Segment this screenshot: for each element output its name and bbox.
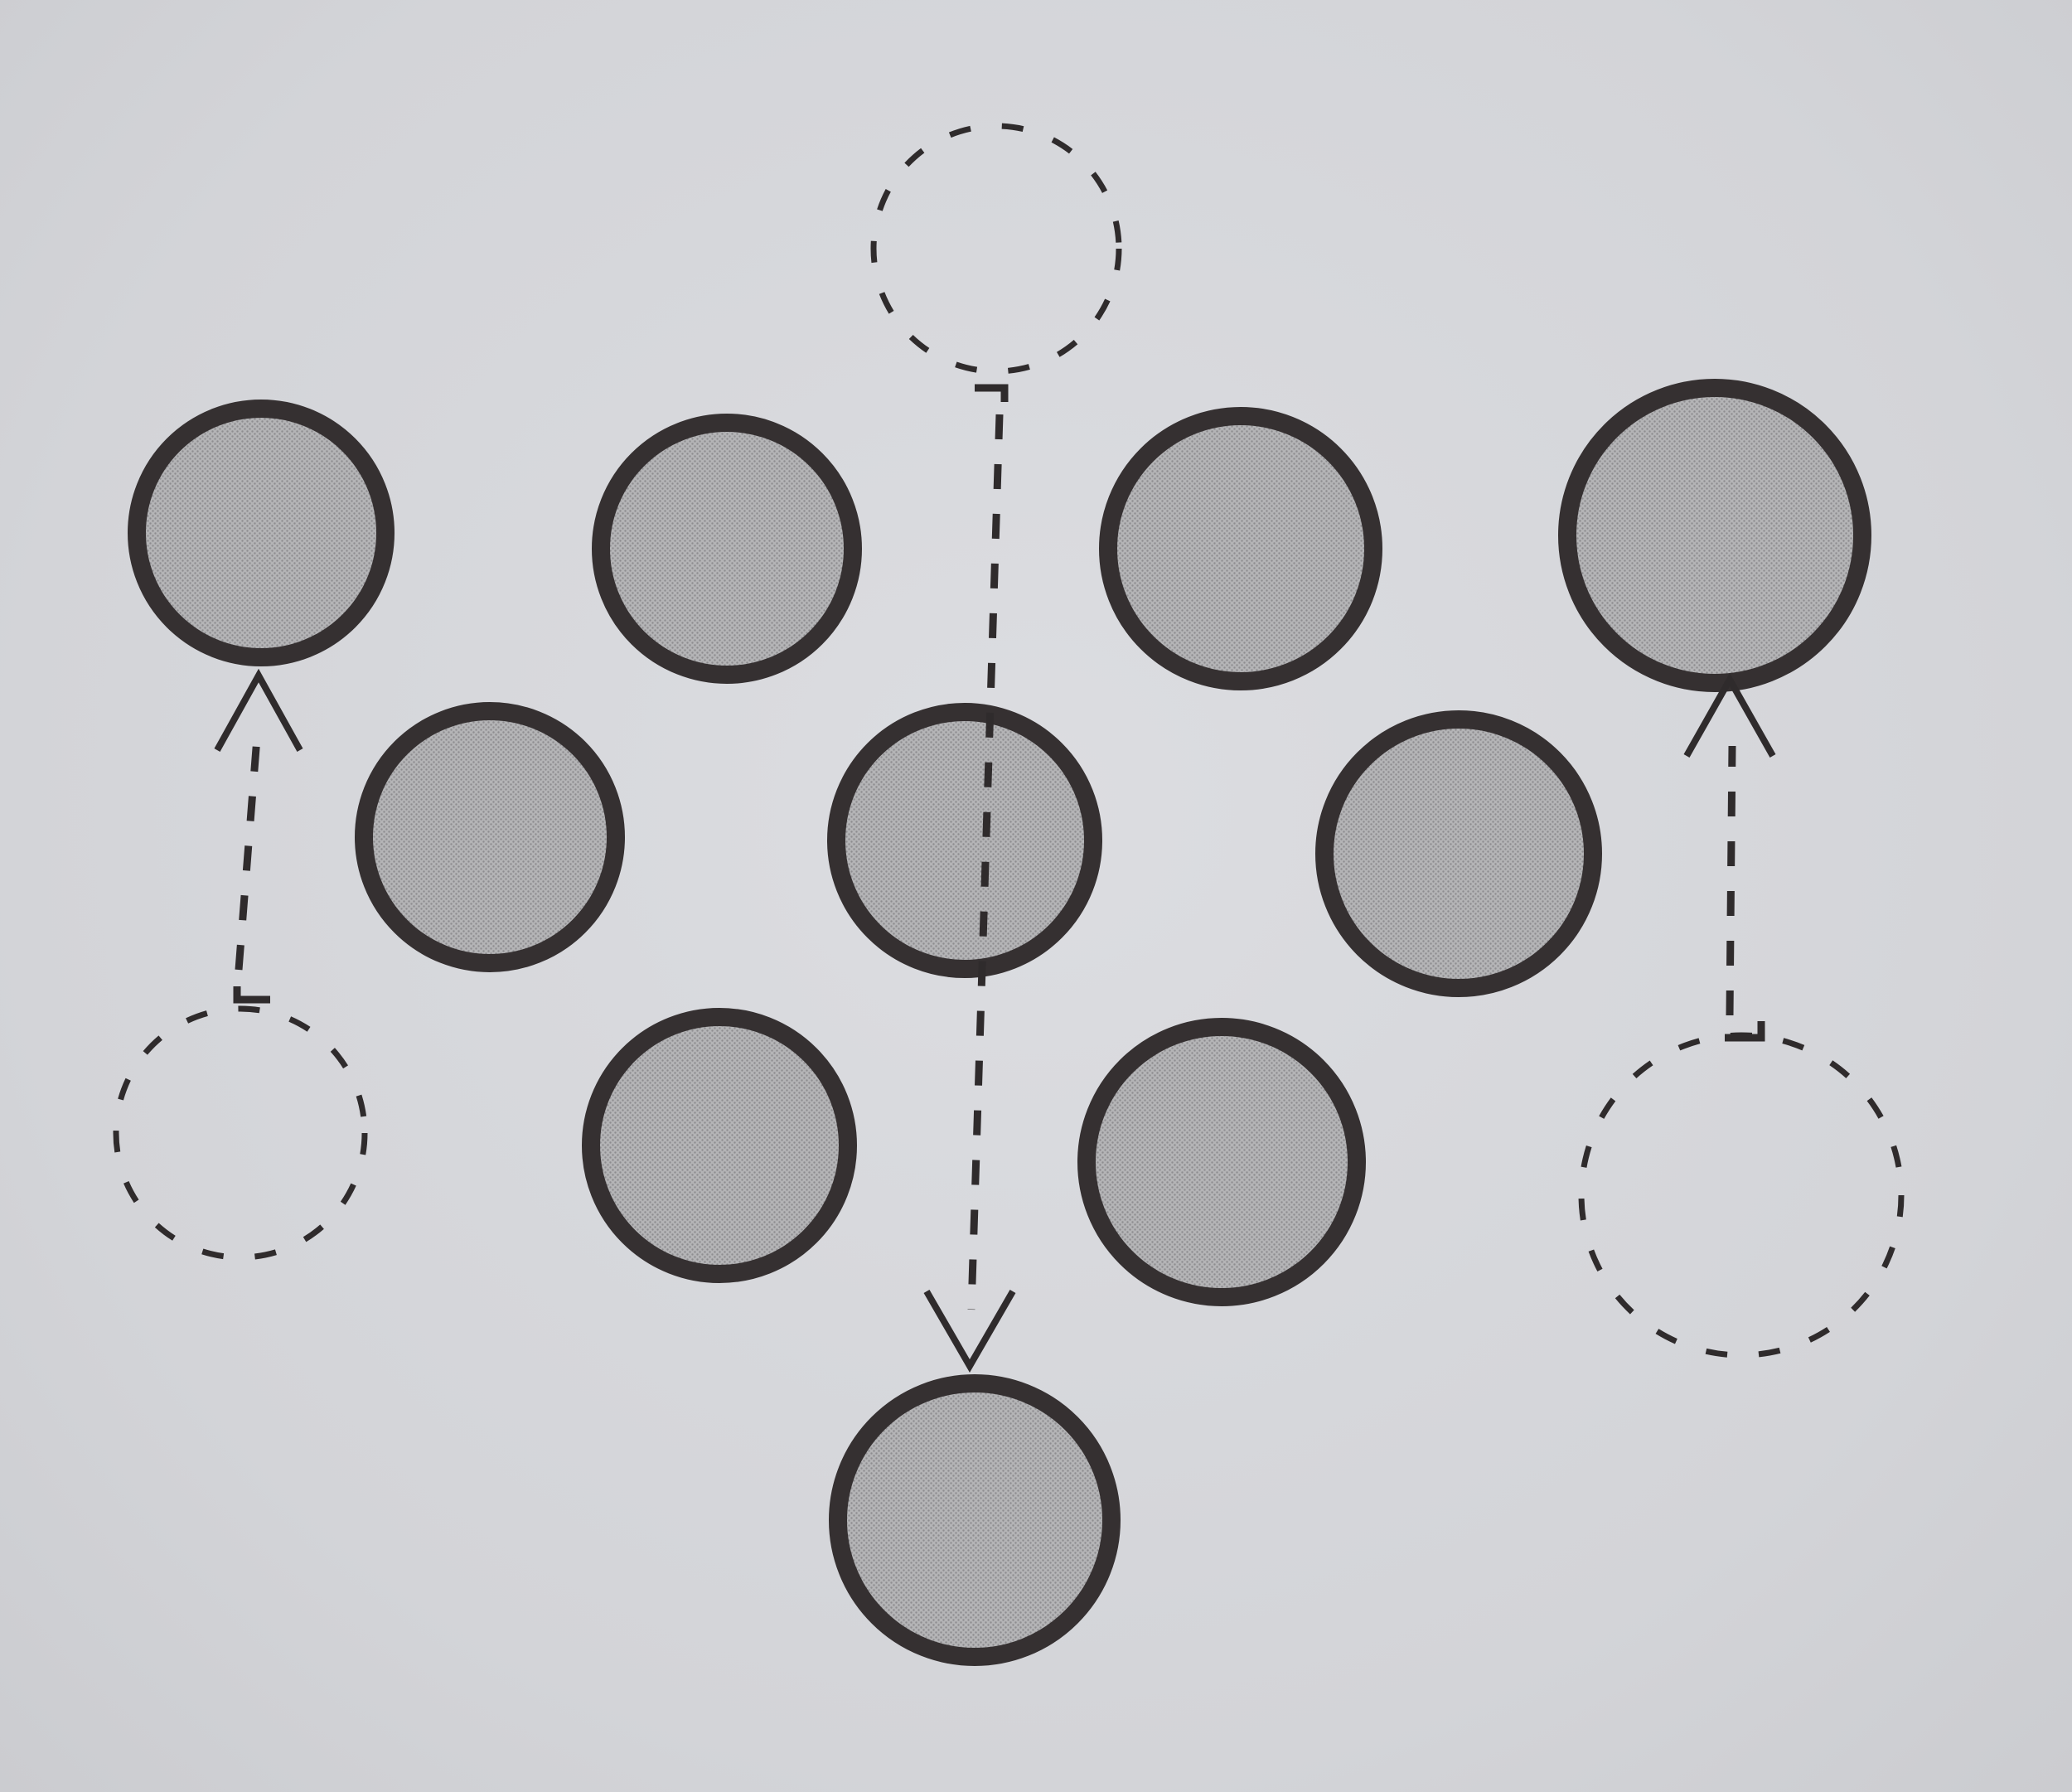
coin-bottom — [829, 1374, 1121, 1666]
arrow-head-down — [923, 1289, 1016, 1373]
move-arrow-top-to-bottom — [923, 384, 1016, 1373]
coin-top-row-2 — [592, 414, 862, 684]
coin-second-row-1 — [355, 702, 625, 972]
move-arrow-left-up — [214, 668, 303, 1004]
coin-top-row-4 — [1558, 379, 1871, 692]
arrow-head-up-right — [1683, 672, 1776, 758]
move-arrow-right-up — [1683, 672, 1776, 1042]
arrow-head-up-left — [214, 668, 303, 752]
coin-third-row-2 — [1077, 1018, 1366, 1306]
coin-third-row-1 — [582, 1008, 857, 1283]
coin-second-row-2 — [827, 703, 1102, 978]
coin-top-row-1 — [128, 400, 395, 666]
ghost-position-top — [870, 123, 1122, 375]
coin-second-row-3 — [1315, 710, 1602, 997]
ghost-position-left — [113, 1005, 368, 1261]
ghost-position-right — [1578, 1032, 1905, 1359]
coin-top-row-3 — [1099, 407, 1382, 690]
